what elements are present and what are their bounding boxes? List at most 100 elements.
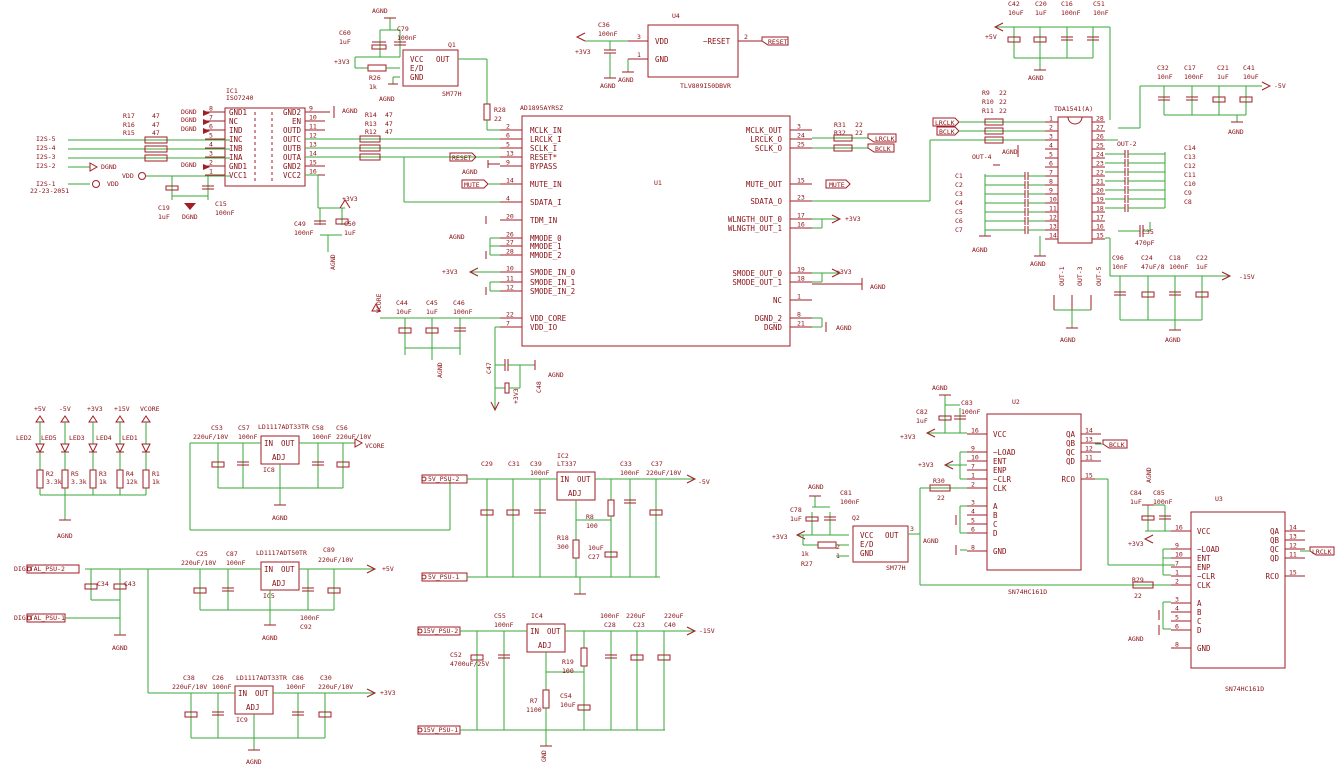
pin-number: 11 (1085, 454, 1093, 462)
svg-text:10uF: 10uF (560, 701, 576, 709)
resistor-ref: R4 (126, 470, 134, 478)
svg-text:100nF: 100nF (494, 621, 514, 629)
svg-text:4700uF/25V: 4700uF/25V (450, 660, 489, 668)
pin-name: GND1 (229, 108, 247, 117)
pin-number: 12 (1085, 445, 1093, 453)
pin-number: 9 (1049, 187, 1053, 195)
svg-text:C18: C18 (1169, 254, 1181, 262)
pin-number: 13 (309, 141, 317, 149)
svg-text:300: 300 (557, 543, 569, 551)
svg-text:10nF: 10nF (1112, 263, 1128, 271)
pin-name: ENT (1197, 554, 1211, 563)
svg-text:AGND: AGND (548, 371, 564, 379)
pin-name: QA (1066, 430, 1076, 439)
svg-text:IC4: IC4 (531, 612, 543, 620)
svg-text:+3V3: +3V3 (442, 268, 458, 276)
svg-text:C84: C84 (1130, 489, 1142, 497)
svg-text:IC2: IC2 (557, 452, 569, 460)
pin-name: SMODE_OUT_1 (732, 278, 782, 287)
svg-text:1uF: 1uF (790, 515, 802, 523)
svg-text:U1: U1 (654, 179, 662, 187)
svg-text:R10: R10 (982, 98, 994, 106)
svg-text:IC8: IC8 (263, 466, 275, 474)
svg-text:R11: R11 (982, 107, 994, 115)
svg-text:AGND: AGND (870, 283, 886, 291)
svg-text:C82: C82 (916, 408, 928, 416)
pin-number: 12 (309, 132, 317, 140)
svg-text:I2S-3: I2S-3 (36, 153, 56, 161)
svg-text:R16: R16 (123, 121, 135, 129)
pin-name: MUTE_IN (530, 180, 562, 189)
svg-text:I2S-2: I2S-2 (36, 162, 56, 170)
svg-text:100nF: 100nF (620, 469, 640, 477)
pin-name: INA (229, 153, 243, 162)
svg-text:100nF: 100nF (598, 30, 618, 38)
svg-text:U2: U2 (1012, 398, 1020, 406)
pin-name: NC (229, 117, 238, 126)
pin-number: 3 (797, 123, 801, 131)
pin-name: SDATA_O (750, 197, 782, 206)
svg-text:C33: C33 (620, 460, 632, 468)
pin-number: 22 (1096, 169, 1104, 177)
pin-name: ENP (1197, 563, 1211, 572)
pin-name: WLNGTH_OUT_0 (728, 215, 783, 224)
svg-text:47: 47 (385, 111, 393, 119)
pin-name: A (1197, 599, 1202, 608)
ic1-part: ISO7240 (226, 94, 253, 102)
led-ref: LED4 (96, 434, 112, 442)
svg-text:LD1117ADT33TR: LD1117ADT33TR (258, 423, 309, 431)
svg-text:C43: C43 (124, 580, 136, 588)
svg-text:AGND: AGND (246, 758, 262, 766)
svg-text:+3V3: +3V3 (900, 433, 916, 441)
svg-text:100nF: 100nF (226, 559, 246, 567)
svg-text:100nF: 100nF (1184, 73, 1204, 81)
svg-text:AGND: AGND (1060, 336, 1076, 344)
svg-text:OUT: OUT (547, 627, 561, 636)
pin-number: 2 (1049, 124, 1053, 132)
svg-text:AGND: AGND (342, 107, 358, 115)
svg-text:C79: C79 (397, 25, 409, 33)
pin-name: RESET* (530, 153, 557, 162)
svg-text:IC5: IC5 (263, 592, 275, 600)
svg-text:C51: C51 (1093, 0, 1105, 8)
svg-text:C14: C14 (1184, 144, 1196, 152)
svg-text:C36: C36 (598, 21, 610, 29)
svg-text:+5V: +5V (985, 33, 997, 41)
pin-number: 1 (971, 472, 975, 480)
svg-text:C52: C52 (450, 651, 462, 659)
svg-text:+3V3: +3V3 (380, 689, 396, 697)
svg-text:R26: R26 (369, 74, 381, 82)
svg-text:U3: U3 (1215, 495, 1223, 503)
svg-text:C1: C1 (955, 172, 963, 180)
pin-number: 7 (506, 320, 510, 328)
svg-text:C21: C21 (1217, 64, 1229, 72)
led-ref: LED2 (16, 434, 32, 442)
svg-text:1uF: 1uF (1196, 263, 1208, 271)
svg-text:10nF: 10nF (1157, 73, 1173, 81)
pin-number: 14 (1085, 427, 1093, 435)
svg-text:R19: R19 (562, 658, 574, 666)
svg-text:+3V3: +3V3 (845, 215, 861, 223)
svg-text:DGND: DGND (181, 116, 197, 124)
ic2-lt337: IN OUT ADJ IC2 LT337 5V_PSU-2 5V_PSU-1 -… (421, 452, 710, 595)
svg-text:VDD: VDD (655, 37, 669, 46)
pin-number: 3 (209, 150, 213, 158)
pin-number: 6 (506, 132, 510, 140)
pin-name: VCC (993, 430, 1007, 439)
svg-text:47: 47 (152, 121, 160, 129)
svg-text:-15V: -15V (1239, 273, 1255, 281)
svg-text:OUT: OUT (436, 55, 450, 64)
svg-text:-15V: -15V (699, 627, 715, 635)
svg-text:1: 1 (637, 51, 641, 59)
svg-text:VDD: VDD (107, 180, 119, 188)
svg-text:AGND: AGND (449, 233, 465, 241)
led-rail-label: -5V (59, 405, 71, 413)
pin-name: MCLK_IN (530, 126, 562, 135)
pin-name: IND (229, 126, 243, 135)
pin-number: 8 (797, 311, 801, 319)
svg-text:AGND: AGND (836, 324, 852, 332)
svg-text:R12: R12 (365, 128, 377, 136)
pin-number: 3 (971, 499, 975, 507)
